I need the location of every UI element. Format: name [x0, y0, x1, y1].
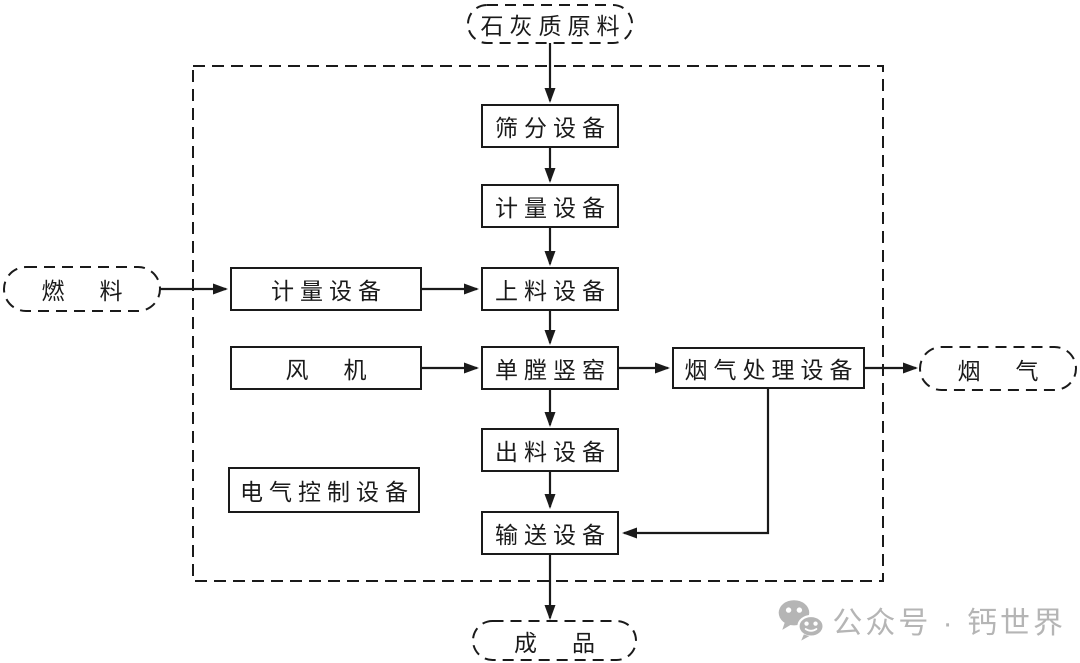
node-flue-gas: 烟 气 [957, 358, 1045, 384]
node-product: 成 品 [514, 630, 601, 656]
node-electric-control-equipment: 电气控制设备 [228, 467, 420, 513]
raw-material-stadium-outline [467, 4, 633, 44]
node-discharging-equipment: 出料设备 [481, 428, 619, 472]
system-boundary [192, 65, 884, 582]
node-single-chamber-shaft-kiln: 单膛竖窑 [481, 346, 619, 390]
wechat-logo-icon [778, 600, 825, 641]
watermark-text: 公众号 · 钙世界 [832, 607, 1066, 640]
node-raw-material: 石灰质原料 [480, 14, 626, 39]
node-metering-equipment-fuel: 计量设备 [230, 267, 422, 311]
product-stadium-outline [472, 620, 637, 661]
node-screening-equipment: 筛分设备 [481, 104, 619, 148]
node-fan: 风 机 [230, 346, 422, 390]
node-feeding-equipment: 上料设备 [481, 267, 619, 311]
node-flue-gas-treatment-equipment: 烟气处理设备 [672, 347, 865, 389]
edge-fluetreatment-conveying [622, 389, 770, 539]
node-metering-equipment-main: 计量设备 [481, 184, 619, 228]
node-fuel: 燃 料 [41, 279, 129, 304]
flue-gas-stadium-outline [919, 346, 1077, 391]
node-conveying-equipment: 输送设备 [481, 511, 619, 555]
watermark: 公众号 · 钙世界 [776, 594, 1066, 646]
